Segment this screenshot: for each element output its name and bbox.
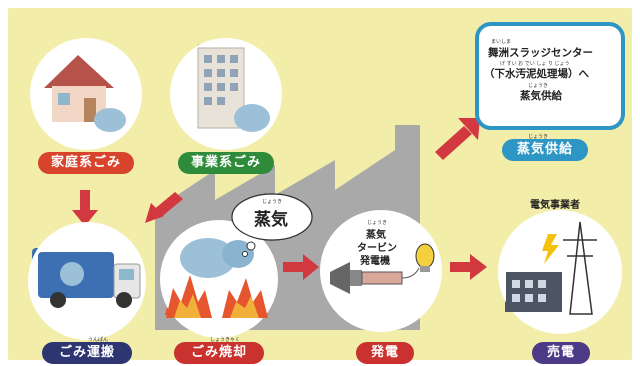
furigana-shoukyaku: しょうきゃく xyxy=(210,337,241,343)
power-sale-label: 売電 xyxy=(532,342,590,364)
garbage-fire-icon xyxy=(166,238,268,318)
utility-label: 電気事業者 xyxy=(530,200,580,211)
garbage-transport-label: ごみ運搬 xyxy=(42,342,132,364)
furigana-jouki-pill: じょうき xyxy=(528,134,549,140)
furigana-jouki-box: じょうき xyxy=(528,83,549,89)
furigana-jouki-generator: じょうき xyxy=(367,220,388,226)
sludge-center-line3: 蒸気供給 xyxy=(520,90,562,102)
arrow-generation-to-sale xyxy=(450,254,487,280)
furigana-sludge-reading: げ すい お でい しょ り じょう xyxy=(500,61,570,67)
arrow-to-steam-supply xyxy=(435,118,480,160)
arrow-household-to-transport xyxy=(72,190,98,226)
truck-icon xyxy=(38,252,141,308)
furigana-jouki-cloud: じょうき xyxy=(262,199,283,205)
sludge-center-line2: （下水汚泥処理場）へ xyxy=(484,68,589,80)
business-waste-label: 事業系ごみ xyxy=(178,152,274,174)
power-plant-icon xyxy=(506,221,597,315)
household-waste-label: 家庭系ごみ xyxy=(38,152,134,174)
arrow-incineration-to-generation xyxy=(283,254,319,280)
furigana-unpan: うんぱん xyxy=(88,337,109,343)
furigana-maishima: まいしま xyxy=(491,39,512,45)
generator-line1: 蒸気 xyxy=(366,230,386,241)
steam-supply-label: 蒸気供給 xyxy=(502,139,588,161)
arrow-business-to-incineration xyxy=(145,192,183,223)
generator-line3: 発電機 xyxy=(360,256,390,267)
steam-cloud-icon xyxy=(231,193,313,257)
office-icon xyxy=(197,47,270,132)
power-generation-label: 発電 xyxy=(356,342,414,364)
generator-line2: タービン xyxy=(357,243,397,254)
garbage-incineration-label: ごみ焼却 xyxy=(174,342,264,364)
sludge-center-box xyxy=(475,22,625,130)
sludge-center-line1: 舞洲スラッジセンター xyxy=(488,47,593,59)
house-icon xyxy=(44,55,126,132)
turbine-icon xyxy=(330,243,435,294)
steam-cloud-label: 蒸気 xyxy=(254,210,288,230)
